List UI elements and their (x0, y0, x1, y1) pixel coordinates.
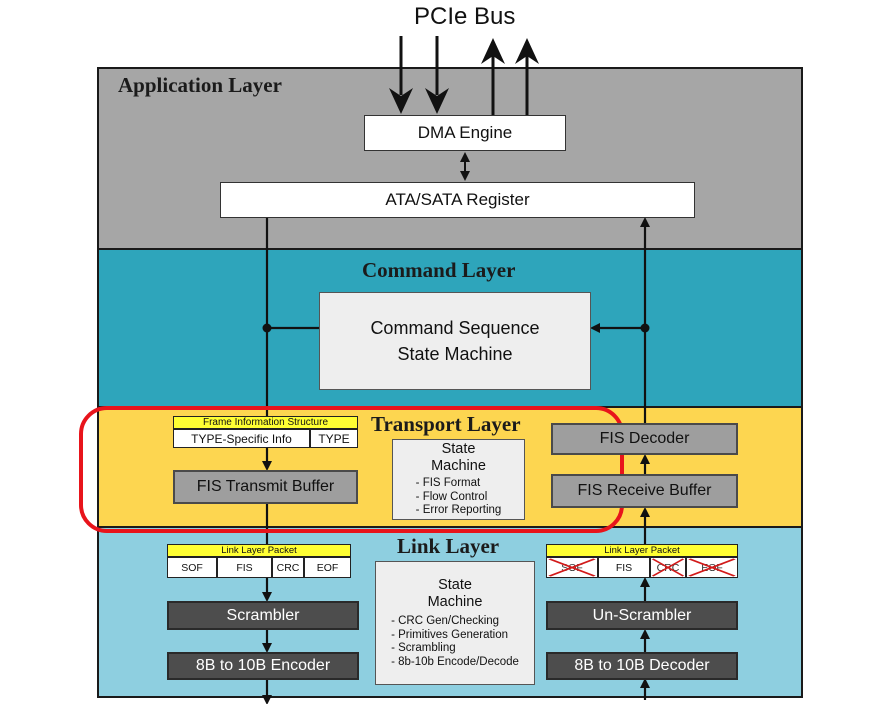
transport-sm-item: - Error Reporting (415, 504, 502, 517)
fis-transmit-buffer-label: FIS Transmit Buffer (196, 478, 335, 495)
unscrambler-block: Un-Scrambler (546, 601, 738, 630)
rx-field-crc: CRC (650, 557, 686, 578)
dma-engine-block: DMA Engine (364, 115, 566, 151)
link-sm-item: - Primitives Generation (391, 628, 509, 641)
transport-sm-title-line1: State (441, 441, 476, 458)
ata-sata-register-label: ATA/SATA Register (385, 190, 530, 209)
transport-sm-title-line2: Machine (431, 458, 486, 475)
type-cell: TYPE (310, 429, 358, 448)
tx-field-eof: EOF (304, 557, 351, 578)
fis-decoder-label: FIS Decoder (599, 430, 690, 447)
cross-out-icon (651, 558, 685, 577)
link-sm-title-line1: State (438, 577, 472, 593)
type-specific-info-cell: TYPE-Specific Info (173, 429, 310, 448)
rx-field-eof: EOF (686, 557, 738, 578)
fis-decoder: FIS Decoder (551, 423, 738, 455)
ata-sata-register-block: ATA/SATA Register (220, 182, 695, 218)
link-sm-title-line2: Machine (427, 594, 483, 610)
fis-receive-buffer-label: FIS Receive Buffer (577, 482, 712, 499)
dma-engine-label: DMA Engine (417, 123, 513, 142)
link-packet-rx-header: Link Layer Packet (546, 544, 738, 557)
command-sm-line2: State Machine (397, 344, 513, 364)
transport-state-machine: State Machine - FIS Format - Flow Contro… (392, 439, 525, 520)
link-packet-tx-header: Link Layer Packet (167, 544, 351, 557)
cross-out-icon (547, 558, 597, 577)
link-sm-list: - CRC Gen/Checking - Primitives Generati… (391, 615, 519, 669)
encoder-label: 8B to 10B Encoder (195, 657, 331, 674)
command-layer-title: Command Layer (362, 258, 516, 282)
link-sm-item: - 8b-10b Encode/Decode (391, 655, 519, 668)
encoder-block: 8B to 10B Encoder (167, 652, 359, 680)
rx-field-sof: SOF (546, 557, 598, 578)
link-state-machine: State Machine - CRC Gen/Checking - Primi… (375, 561, 535, 685)
cross-out-icon (687, 558, 737, 577)
transport-sm-list: - FIS Format - Flow Control - Error Repo… (416, 477, 502, 518)
tx-field-fis: FIS (217, 557, 272, 578)
transport-sm-item: - Flow Control (415, 490, 488, 503)
link-layer-title: Link Layer (397, 534, 500, 558)
tx-field-sof: SOF (167, 557, 217, 578)
transport-layer-title: Transport Layer (371, 412, 521, 436)
command-sm-line1: Command Sequence (370, 318, 540, 338)
application-layer (97, 67, 803, 250)
tx-field-crc: CRC (272, 557, 304, 578)
pcie-bus-label: PCIe Bus (414, 3, 516, 30)
scrambler-label: Scrambler (226, 606, 300, 624)
decoder-label: 8B to 10B Decoder (574, 657, 710, 674)
transport-sm-item: - FIS Format (415, 477, 481, 490)
decoder-block: 8B to 10B Decoder (546, 652, 738, 680)
scrambler-block: Scrambler (167, 601, 359, 630)
command-sequence-state-machine: Command Sequence State Machine (319, 292, 591, 390)
link-sm-item: - CRC Gen/Checking (391, 615, 500, 627)
rx-field-fis: FIS (598, 557, 650, 578)
application-layer-title: Application Layer (118, 73, 282, 97)
fis-transmit-buffer: FIS Transmit Buffer (173, 470, 358, 504)
fis-receive-buffer: FIS Receive Buffer (551, 474, 738, 508)
unscrambler-label: Un-Scrambler (592, 606, 692, 624)
link-sm-item: - Scrambling (391, 642, 456, 654)
frame-info-structure-header: Frame Information Structure (173, 416, 358, 429)
